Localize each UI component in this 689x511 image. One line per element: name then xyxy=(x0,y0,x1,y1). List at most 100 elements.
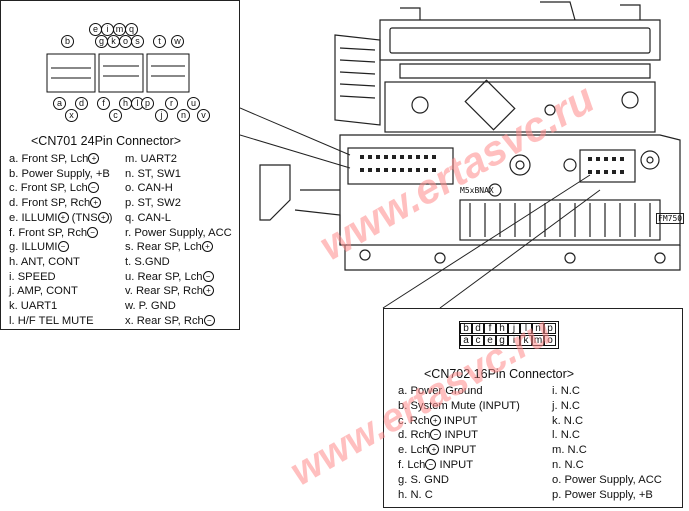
cn701-left-pin-6: g. ILLUMI− xyxy=(9,241,69,254)
cn702-left-pin-3: d. Rch− INPUT xyxy=(398,429,478,442)
pin-letter-r: r xyxy=(165,97,178,110)
pin-label: c. Front SP, Lch xyxy=(9,182,88,195)
pin-letter-b: b xyxy=(61,35,74,48)
plus-circle-icon: + xyxy=(57,211,69,223)
pin-label: d. Rch xyxy=(398,429,431,442)
cn702-cell-d: d xyxy=(472,323,484,334)
pin-label: f. Lch xyxy=(398,459,426,471)
minus-circle-icon: − xyxy=(202,270,214,282)
pin-label: k. UART1 xyxy=(9,300,58,312)
pin-letter-p: p xyxy=(141,97,154,110)
pin-label: l. N.C xyxy=(552,429,580,442)
cn702-cell-o: o xyxy=(544,335,556,346)
radio-unit-drawing xyxy=(240,1,681,309)
pin-label: i. SPEED xyxy=(9,270,56,283)
pin-label: k. N.C xyxy=(552,414,584,427)
cn701-left-pin-10: k. UART1 xyxy=(9,300,57,313)
plus-circle-icon: + xyxy=(429,414,441,426)
pin-label: u. Rear SP, Lch xyxy=(125,270,203,283)
cn702-cell-c: c xyxy=(472,335,484,346)
cn702-cell-e: e xyxy=(484,335,496,346)
pin-label: s. Rear SP, Lch xyxy=(125,241,202,254)
pin-label: o. Power Supply, ACC xyxy=(552,473,662,486)
pin-label: t. S.GND xyxy=(125,255,170,268)
pin-label: f. Front SP, Rch xyxy=(9,226,88,239)
cn702-cell-i: i xyxy=(508,335,520,346)
cn701-right-pin-10: w. P. GND xyxy=(125,300,176,313)
pin-letter-n: n xyxy=(177,109,190,122)
cn701-right-pin-4: q. CAN-L xyxy=(125,212,171,225)
cn701-left-pin-11: l. H/F TEL MUTE xyxy=(9,315,94,328)
cn701-title: <CN701 24Pin Connector> xyxy=(31,134,182,148)
cn702-cell-p: p xyxy=(544,323,556,334)
cn702-right-pin-5: n. N.C xyxy=(552,459,584,472)
cn701-right-pin-6: s. Rear SP, Lch+ xyxy=(125,241,213,254)
pin-suffix: INPUT xyxy=(441,429,479,442)
cn702-left-pin-0: a. Power Ground xyxy=(398,385,483,398)
pin-label: m. N.C xyxy=(552,444,587,457)
cn701-left-pin-1: b. Power Supply, +B xyxy=(9,168,110,181)
pin-suffix: ) xyxy=(108,211,113,224)
cn702-left-pin-4: e. Lch+ INPUT xyxy=(398,444,476,457)
cn702-cell-g: g xyxy=(496,335,508,346)
pin-label: n. N.C xyxy=(552,459,584,471)
cn701-left-pin-8: i. SPEED xyxy=(9,271,56,284)
pin-label: c. Rch xyxy=(398,414,430,427)
cn702-cell-n: n xyxy=(532,323,544,334)
cn702-right-pin-1: j. N.C xyxy=(552,400,580,413)
pin-letter-a: a xyxy=(53,97,66,110)
pin-label: g. ILLUMI xyxy=(9,241,58,254)
cn701-connector-diagram xyxy=(46,53,190,93)
cn702-cell-b: b xyxy=(460,323,472,334)
pin-label: i. N.C xyxy=(552,385,580,397)
pin-label: e. Lch xyxy=(398,444,429,457)
pin-label: j. N.C xyxy=(552,399,580,412)
pin-letter-s: s xyxy=(131,35,144,48)
pin-label: a. Front SP, Lch xyxy=(9,153,89,165)
pin-label: a. Power Ground xyxy=(398,385,483,397)
cn702-left-pin-7: h. N. C xyxy=(398,489,433,502)
cn701-right-pin-11: x. Rear SP, Rch− xyxy=(125,314,215,328)
cn701-left-pin-0: a. Front SP, Lch+ xyxy=(9,153,100,166)
pin-letter-d: d xyxy=(75,97,88,110)
cn702-left-pin-2: c. Rch+ INPUT xyxy=(398,414,478,428)
pin-letter-x: x xyxy=(65,109,78,122)
minus-circle-icon: − xyxy=(87,226,99,238)
cn702-cell-f: f xyxy=(484,323,496,334)
cn701-right-pin-3: p. ST, SW2 xyxy=(125,197,181,210)
plus-circle-icon: + xyxy=(97,211,109,223)
pin-label: d. Front SP, Rch xyxy=(9,197,91,210)
minus-circle-icon: − xyxy=(203,314,215,326)
cn702-cell-k: k xyxy=(520,335,532,346)
minus-circle-icon: − xyxy=(87,182,99,194)
cn701-left-pin-9: j. AMP, CONT xyxy=(9,285,78,298)
plus-circle-icon: + xyxy=(202,285,214,297)
cn702-cell-h: h xyxy=(496,323,508,334)
pin-label: m. UART2 xyxy=(125,153,178,165)
pin-letter-f: f xyxy=(97,97,110,110)
cn701-right-pin-1: n. ST, SW1 xyxy=(125,168,181,181)
pin-label: w. P. GND xyxy=(125,300,176,312)
cn702-cell-a: a xyxy=(460,335,472,346)
minus-circle-icon: − xyxy=(430,429,442,441)
pin-label: p. ST, SW2 xyxy=(125,197,181,210)
minus-circle-icon: − xyxy=(425,459,437,470)
cn701-right-pin-8: u. Rear SP, Lch− xyxy=(125,270,214,284)
pin-label: p. Power Supply, +B xyxy=(552,488,653,501)
pin-label: n. ST, SW1 xyxy=(125,167,181,180)
cn702-right-pin-6: o. Power Supply, ACC xyxy=(552,474,662,487)
cn702-right-pin-4: m. N.C xyxy=(552,444,587,457)
cn702-right-pin-2: k. N.C xyxy=(552,415,583,428)
cn702-left-pin-6: g. S. GND xyxy=(398,474,449,487)
pin-label: e. ILLUMI xyxy=(9,211,58,224)
pin-label: h. N. C xyxy=(398,488,433,501)
cn701-left-pin-2: c. Front SP, Lch− xyxy=(9,182,99,195)
pin-letter-i: i xyxy=(101,23,114,36)
pin-suffix: INPUT xyxy=(440,414,478,427)
pin-letter-t: t xyxy=(153,35,166,48)
pin-letter-q: q xyxy=(125,23,138,36)
pin-label: j. AMP, CONT xyxy=(9,285,78,298)
cn701-left-pin-3: d. Front SP, Rch+ xyxy=(9,197,102,210)
